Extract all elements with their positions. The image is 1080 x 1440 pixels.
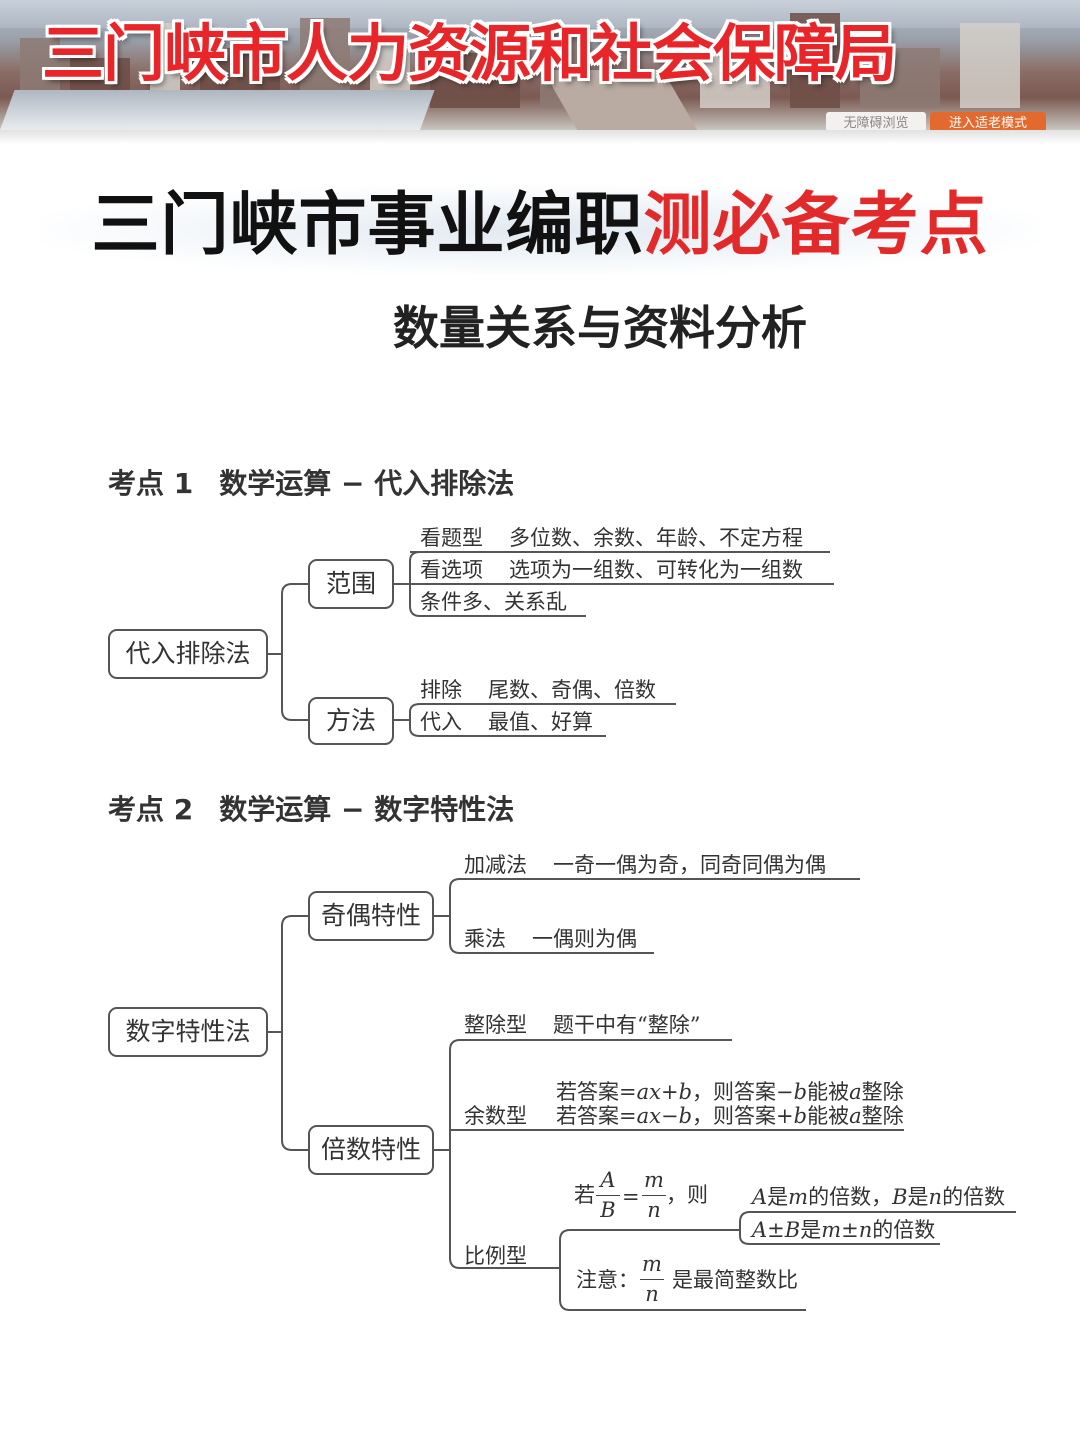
ratio-if-word: 若: [574, 1183, 595, 1207]
item-value: 最值、好算: [488, 710, 593, 734]
connector-ratio-results: [739, 1211, 1016, 1245]
item-key: 看选项: [420, 558, 483, 582]
range-item-conditions: 条件多、关系乱: [420, 589, 567, 615]
remainder-rule-plus: 若答案=ax+b，则答案−b能被a整除: [556, 1080, 904, 1104]
ratio-then-word: ，则: [666, 1183, 708, 1207]
node-parity: 奇偶特性: [308, 891, 434, 941]
root-node-substitution: 代入排除法: [108, 629, 268, 679]
parity-item-add-subtract: 加减法 一奇一偶为奇，同奇同偶为偶: [464, 852, 826, 878]
item-key: 加减法: [464, 853, 527, 877]
section1-number: 考点 1: [108, 467, 194, 500]
range-item-question-type: 看题型 多位数、余数、年龄、不定方程: [420, 525, 803, 551]
method-item-exclude: 排除 尾数、奇偶、倍数: [420, 677, 656, 703]
ratio-equals: =: [622, 1185, 640, 1209]
banner-shadow: [0, 130, 1080, 144]
banner-building: [860, 48, 940, 108]
connector-root1-range: [268, 583, 308, 655]
item-value: 一奇一偶为奇，同奇同偶为偶: [553, 853, 826, 877]
multiple-item-ratio-key: 比例型: [464, 1244, 527, 1268]
banner-building: [790, 13, 840, 108]
ratio-note-text: 是最简整数比: [672, 1268, 798, 1292]
node-range: 范围: [308, 559, 394, 609]
item-key: 整除型: [464, 1013, 527, 1037]
ratio-result-sum: A±B是m±n的倍数: [752, 1218, 936, 1242]
node-method: 方法: [308, 697, 394, 745]
elderly-mode-button[interactable]: 进入适老模式: [930, 112, 1046, 130]
item-value: 一偶则为偶: [532, 927, 637, 951]
page-title-black: 三门峡市事业编职: [91, 185, 644, 265]
banner-sky: [0, 0, 1080, 28]
connector-root2-multiple: [281, 1032, 308, 1151]
method-item-substitute: 代入 最值、好算: [420, 709, 593, 735]
item-key: 乘法: [464, 927, 506, 951]
page-title-red: 测必备考点: [643, 185, 989, 265]
connector-parity-items: [434, 878, 860, 954]
banner-building: [960, 23, 1020, 108]
connector-root2-parity: [268, 915, 308, 1033]
header-banner: 三门峡市人力资源和社会保障局 无障碍浏览 进入适老模式: [0, 0, 1080, 130]
connector-multiple-items: [434, 1039, 904, 1269]
item-value: 尾数、奇偶、倍数: [488, 678, 656, 702]
page-subtitle: 数量关系与资料分析: [393, 301, 807, 355]
item-key: 排除: [420, 678, 462, 702]
section2-title-text: 数学运算 − 数字特性法: [219, 793, 515, 826]
banner-building: [430, 53, 520, 108]
accessibility-button[interactable]: 无障碍浏览: [826, 112, 926, 130]
item-value: 题干中有“整除”: [553, 1013, 701, 1037]
section1-title-text: 数学运算 − 代入排除法: [219, 467, 515, 500]
connector-root1-method: [281, 654, 308, 721]
title-highlight: [40, 185, 1040, 275]
node-multiple: 倍数特性: [308, 1125, 434, 1175]
multiple-item-divisible: 整除型 题干中有“整除”: [464, 1012, 700, 1038]
section2-number: 考点 2: [108, 793, 194, 826]
multiple-item-remainder-key: 余数型: [464, 1104, 527, 1128]
item-key: 看题型: [420, 526, 483, 550]
section2-title: 考点 2 数学运算 − 数字特性法: [108, 788, 514, 828]
remainder-rule-minus: 若答案=ax−b，则答案+b能被a整除: [556, 1104, 904, 1128]
item-value: 多位数、余数、年龄、不定方程: [509, 526, 803, 550]
site-title: 三门峡市人力资源和社会保障局: [42, 17, 897, 90]
root-node-number-property: 数字特性法: [108, 1007, 268, 1057]
page-title: 三门峡市事业编职测必备考点: [0, 183, 1080, 267]
ratio-result-multiples: A是m的倍数，B是n的倍数: [752, 1185, 1006, 1209]
item-key: 代入: [420, 710, 462, 734]
ratio-note-label: 注意：: [576, 1268, 639, 1292]
section1-title: 考点 1 数学运算 − 代入排除法: [108, 462, 514, 502]
banner-building: [700, 43, 770, 108]
connector-method-items: [394, 703, 676, 737]
item-value: 选项为一组数、可转化为一组数: [509, 558, 803, 582]
item-key: 条件多、关系乱: [420, 590, 567, 614]
range-item-options: 看选项 选项为一组数、可转化为一组数: [420, 557, 803, 583]
parity-item-multiply: 乘法 一偶则为偶: [464, 926, 637, 952]
connector-ratio-items: [559, 1229, 806, 1311]
